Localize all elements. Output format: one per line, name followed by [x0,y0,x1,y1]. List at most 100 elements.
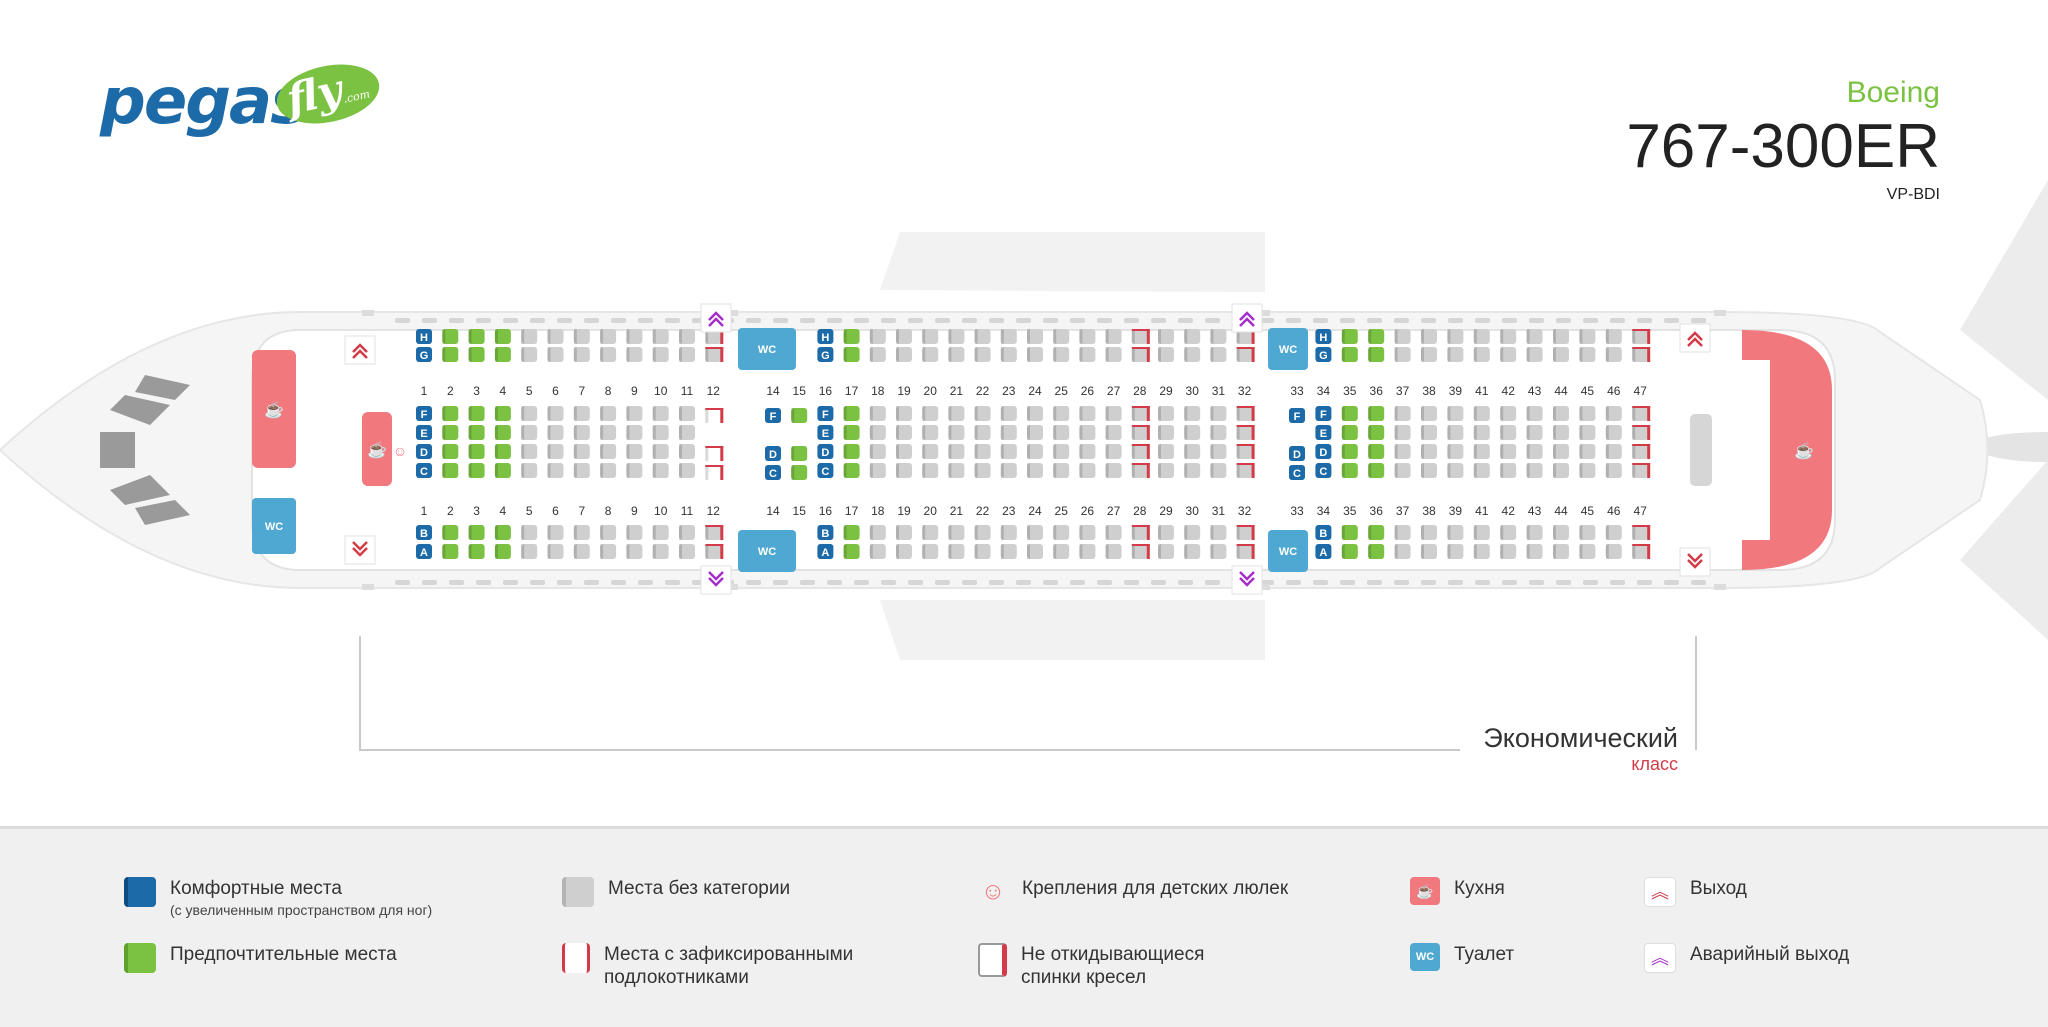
galley-front: ☕ [252,350,296,468]
row-number: 42 [1502,384,1516,398]
seat-back [1236,463,1240,478]
fixed-armrest-mark [1647,347,1651,362]
seat-back [442,425,446,440]
seat-back [1210,444,1214,459]
seat-back [869,425,873,440]
seat-back [1000,329,1004,344]
seat-back [1605,525,1609,540]
seat-no-recline [705,408,724,423]
seat-letter-tile: G [1315,347,1332,362]
seat-cushion [1553,444,1569,459]
cabin-window [1016,318,1031,323]
seat [869,406,886,421]
seat [791,465,808,480]
seat-cushion [1184,463,1201,478]
seat-back [791,465,795,480]
seat-cushion [1000,329,1017,344]
seat [468,525,485,540]
seat-back [652,425,656,440]
seat [468,329,485,344]
seat-cushion [1473,347,1490,362]
seat-back [896,544,899,559]
double-chevron-icon [352,541,368,557]
aircraft-model: 767-300ER [1626,112,1940,181]
seat [1632,329,1651,344]
seat-cushion [1421,544,1437,559]
seat-cushion [600,347,617,362]
seat-cushion [843,406,860,421]
seat-cushion [1053,525,1070,540]
seat-back [1053,329,1057,344]
seat-back [1473,544,1477,559]
seat-back [922,525,926,540]
seat-back [1000,444,1004,459]
seat-back [521,463,525,478]
seat-cushion [1605,544,1622,559]
seat-back [974,444,978,459]
seat [521,329,538,344]
seat-back [1079,406,1083,421]
seat [1579,525,1596,540]
row-number: 14 [766,384,780,398]
fixed-armrest-mark [1146,525,1150,540]
partition-wall [1258,310,1270,316]
seat-letter: D [1293,449,1301,461]
cabin-window [854,318,869,323]
seat-cushion [679,463,695,478]
seat-back [600,329,604,344]
fixed-armrest-mark [1251,544,1255,559]
seat-back [1236,329,1240,344]
row-number: 19 [897,384,911,398]
tail-bottom [1960,460,2048,640]
seat [652,406,669,421]
seat-cushion [922,444,939,459]
seat-back [869,329,873,344]
emergency-exit-chevron-icon: ︽ [1644,943,1676,973]
fixed-armrest-mark [1131,463,1150,465]
seat-back [1500,544,1504,559]
seat-cushion [679,544,695,559]
seat-back [1236,347,1240,362]
seat-cushion [1079,425,1096,440]
seat-back [1579,347,1583,362]
preferred-seat-icon [124,943,156,973]
seat-cushion [974,406,991,421]
seat-cushion [1553,525,1569,540]
seat-letter-tile: H [1315,329,1332,344]
toilet: WC [252,498,296,554]
seat [1394,463,1411,478]
cabin-window [1448,318,1463,323]
seat-cushion [1473,525,1490,540]
seat-back [547,444,551,459]
seat-cushion [1079,525,1096,540]
seat-back [1131,525,1135,540]
seat [547,329,564,344]
seat-back [1079,329,1083,344]
seat-cushion [817,347,834,362]
seat-back [626,329,630,344]
cabin-floor [251,329,1836,571]
seat-back [1368,544,1372,559]
seat-cushion [652,406,669,421]
emergency-exit [700,565,732,595]
seat-letter-tile: D [1289,446,1305,461]
seat-back [1605,329,1609,344]
seat-cushion [1079,444,1096,459]
fixed-armrest-mark [1131,329,1150,331]
seat-back [600,463,604,478]
toilet-block [1268,530,1308,572]
seat-cushion [1447,329,1464,344]
seat [1605,463,1622,478]
seat-back [1053,406,1057,421]
seat-cushion [1000,444,1017,459]
seat-cushion [442,463,459,478]
seat [1421,406,1437,421]
seat-back [573,525,577,540]
seat-cushion [1368,406,1385,421]
seat [1184,444,1201,459]
row-number: 14 [766,504,780,518]
seat-cushion [765,408,781,423]
row-number: 37 [1396,504,1410,518]
seat-cushion [626,406,643,421]
legend-fixed-armrests: Места с зафиксированными подлокотниками [562,943,892,989]
